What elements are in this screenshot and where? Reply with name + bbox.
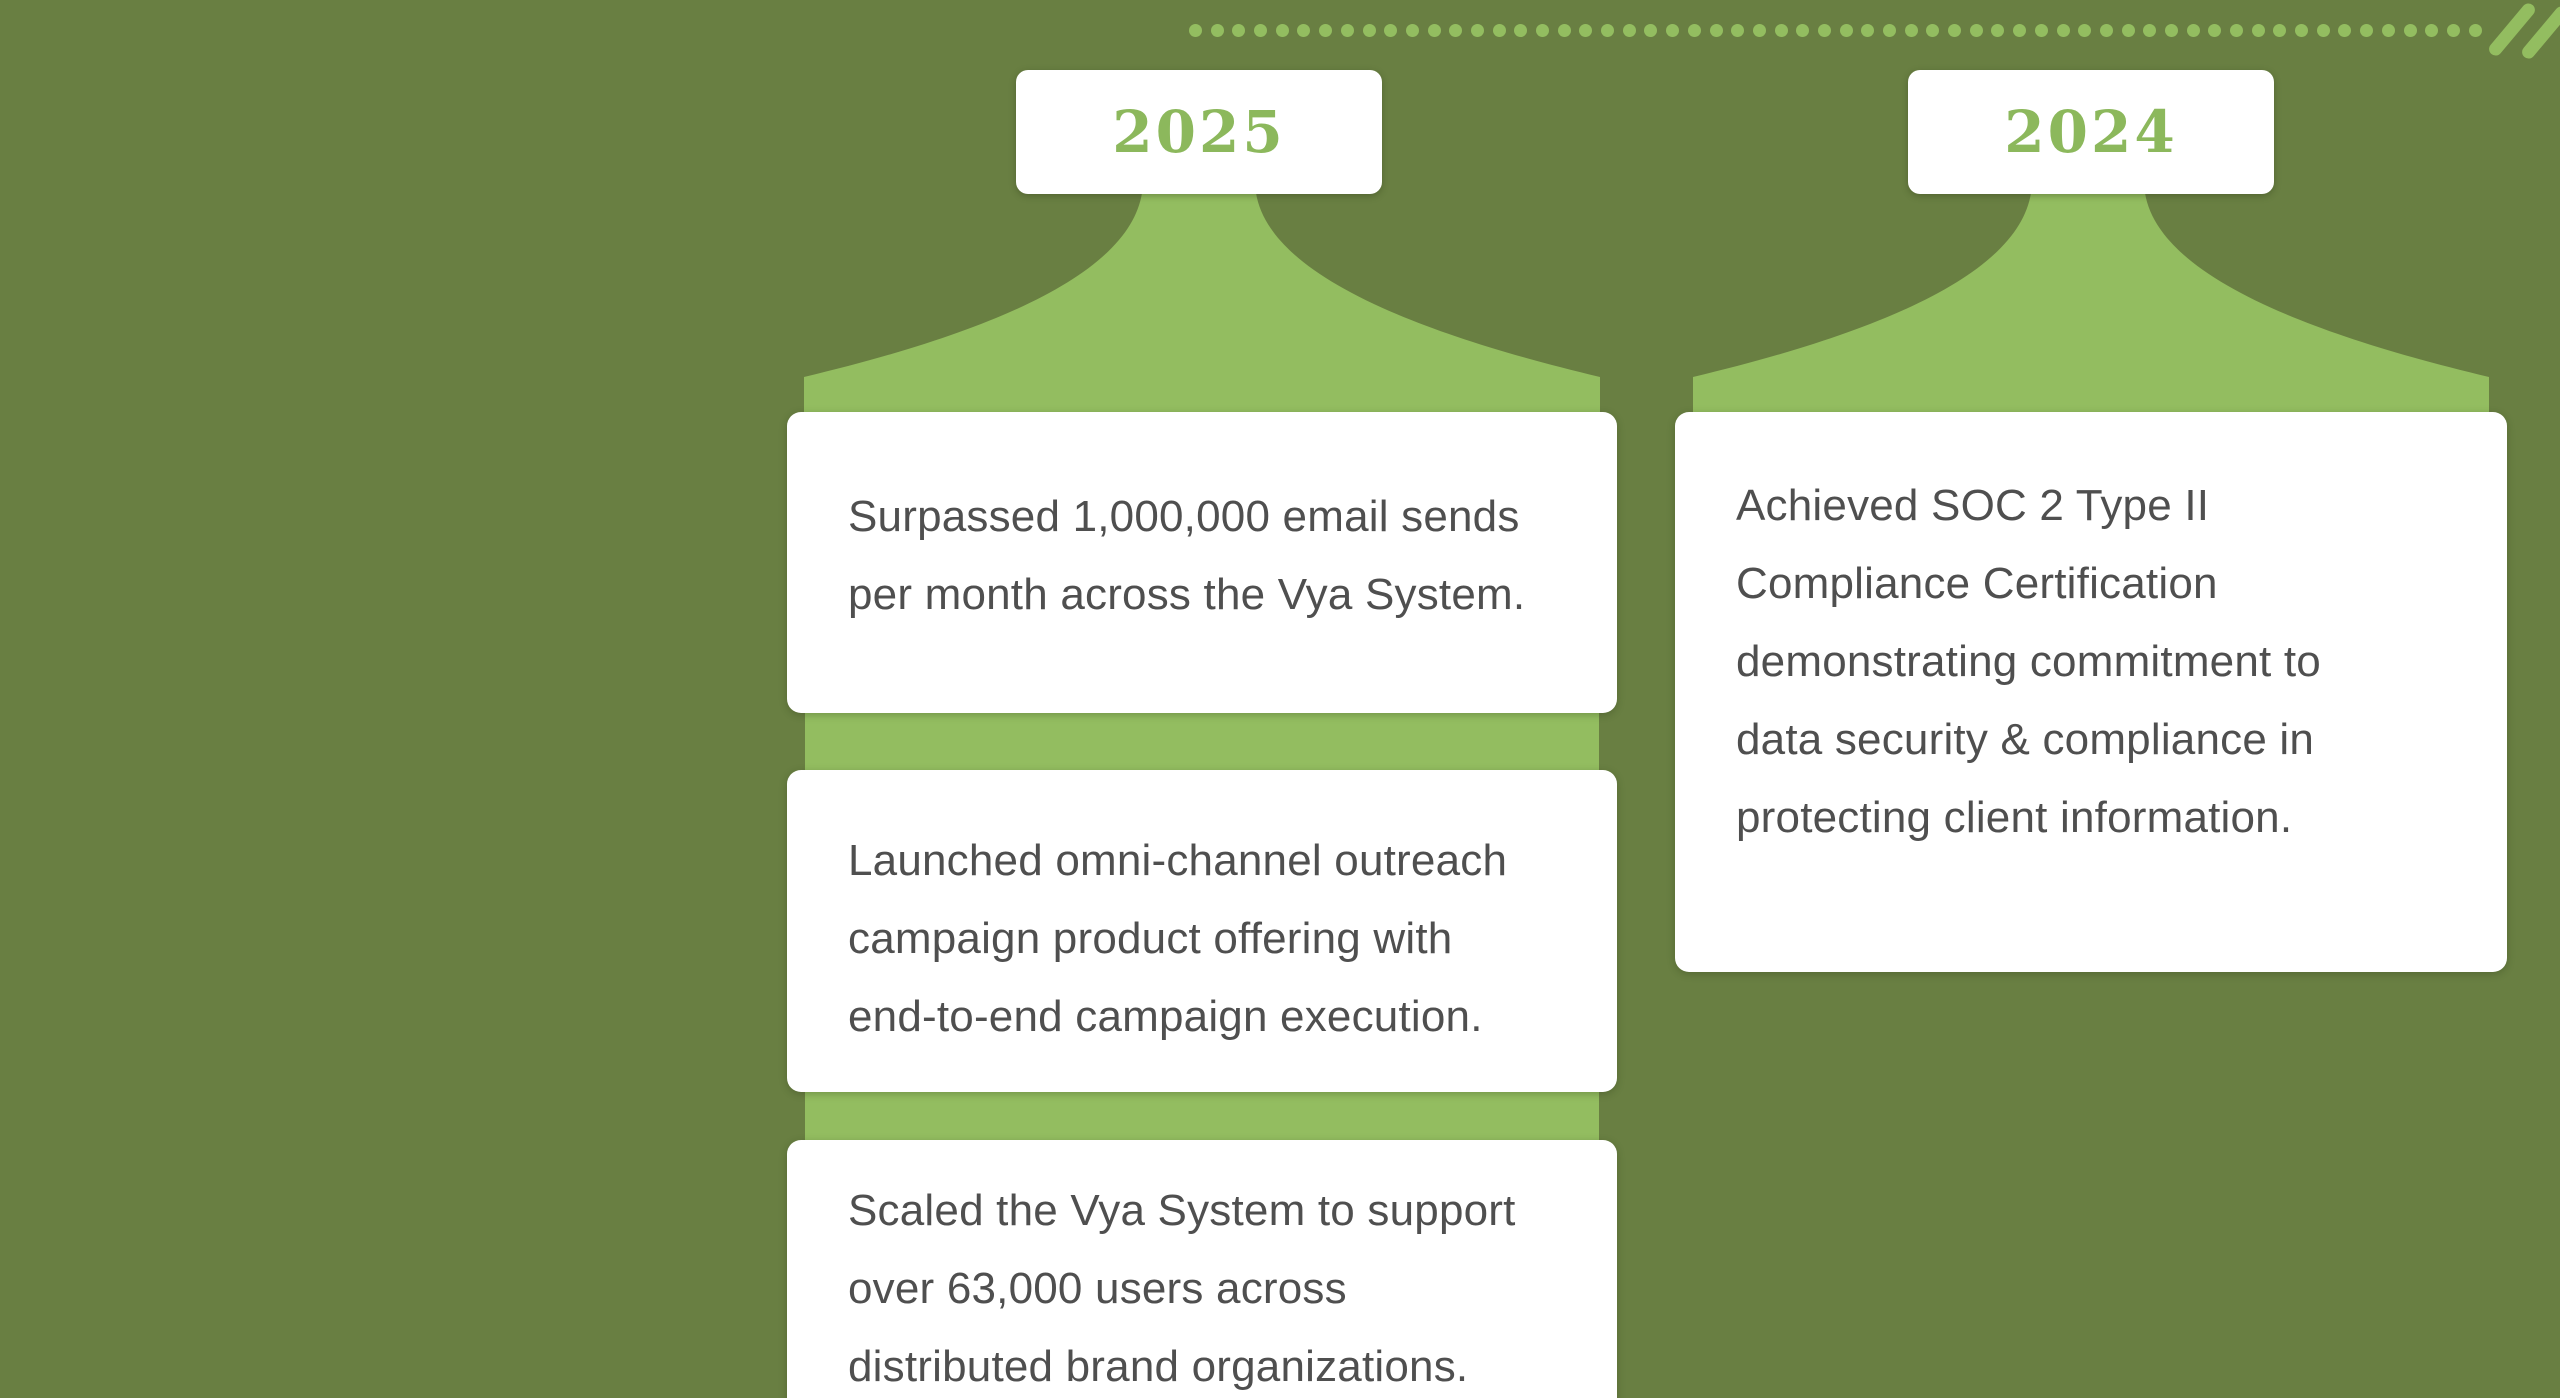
dot bbox=[1666, 24, 1680, 37]
milestone-card: Surpassed 1,000,000 email sends per mont… bbox=[787, 412, 1617, 713]
dot bbox=[1969, 24, 1983, 37]
milestone-card: Launched omni-channel outreach campaign … bbox=[787, 770, 1617, 1092]
dot bbox=[1709, 24, 1723, 37]
dot bbox=[1883, 24, 1896, 37]
dot bbox=[1774, 24, 1788, 37]
dot bbox=[1384, 24, 1398, 37]
dot bbox=[1601, 24, 1615, 37]
dot bbox=[2316, 24, 2330, 37]
year-badge-2024: 2024 bbox=[1908, 70, 2274, 194]
milestone-text: Scaled the Vya System to support over 63… bbox=[848, 1186, 1516, 1391]
dot bbox=[2295, 24, 2309, 37]
funnel-connector bbox=[1693, 193, 2489, 425]
dot bbox=[1817, 24, 1831, 37]
dot bbox=[1362, 24, 1376, 37]
dot bbox=[1210, 24, 1224, 37]
dot bbox=[2034, 24, 2048, 37]
dot bbox=[2164, 24, 2178, 37]
dot bbox=[1579, 24, 1593, 37]
dot bbox=[1926, 24, 1940, 37]
dot bbox=[1427, 24, 1441, 37]
year-label: 2025 bbox=[1112, 98, 1286, 166]
dot bbox=[2143, 24, 2157, 37]
dot bbox=[1687, 24, 1701, 37]
dot bbox=[2273, 24, 2287, 37]
dot bbox=[2446, 24, 2460, 37]
dot bbox=[1948, 24, 1962, 37]
dot bbox=[1861, 24, 1875, 37]
milestone-text: Surpassed 1,000,000 email sends per mont… bbox=[848, 492, 1526, 619]
dot bbox=[1622, 24, 1636, 37]
dot bbox=[2468, 24, 2482, 37]
dot bbox=[1492, 24, 1506, 37]
dot bbox=[2186, 24, 2200, 37]
dot bbox=[1232, 24, 1246, 37]
milestone-card: Achieved SOC 2 Type II Compliance Certif… bbox=[1675, 412, 2507, 972]
dot bbox=[2360, 24, 2374, 37]
dot bbox=[1470, 24, 1484, 37]
dot bbox=[1731, 24, 1745, 37]
dotted-line bbox=[1189, 24, 2491, 38]
dot bbox=[1644, 24, 1658, 37]
dot bbox=[1189, 24, 1202, 37]
dot bbox=[1275, 24, 1289, 37]
dot bbox=[2338, 24, 2352, 37]
dot bbox=[1405, 24, 1419, 37]
dot bbox=[1904, 24, 1918, 37]
dot bbox=[1557, 24, 1571, 37]
milestone-card: Scaled the Vya System to support over 63… bbox=[787, 1140, 1617, 1398]
dot bbox=[2121, 24, 2135, 37]
dot bbox=[1796, 24, 1810, 37]
dot bbox=[1991, 24, 2005, 37]
dot bbox=[1449, 24, 1463, 37]
year-label: 2024 bbox=[2004, 98, 2178, 166]
dot bbox=[1514, 24, 1528, 37]
dot bbox=[2208, 24, 2222, 37]
dot bbox=[2251, 24, 2265, 37]
year-badge-2025: 2025 bbox=[1016, 70, 1382, 194]
dot bbox=[2381, 24, 2395, 37]
dot bbox=[2013, 24, 2027, 37]
dot bbox=[1340, 24, 1354, 37]
dot bbox=[1297, 24, 1311, 37]
dot bbox=[1536, 24, 1549, 37]
milestone-text: Achieved SOC 2 Type II Compliance Certif… bbox=[1736, 481, 2321, 842]
dot bbox=[1752, 24, 1766, 37]
dot bbox=[2078, 24, 2092, 37]
dot bbox=[1839, 24, 1853, 37]
dot bbox=[2099, 24, 2113, 37]
dot bbox=[2230, 24, 2243, 37]
funnel-connector bbox=[804, 193, 1600, 425]
dot bbox=[1254, 24, 1268, 37]
dot bbox=[2056, 24, 2070, 37]
dot bbox=[1319, 24, 1333, 37]
milestone-text: Launched omni-channel outreach campaign … bbox=[848, 836, 1508, 1041]
dot bbox=[2403, 24, 2417, 37]
dot bbox=[2425, 24, 2439, 37]
